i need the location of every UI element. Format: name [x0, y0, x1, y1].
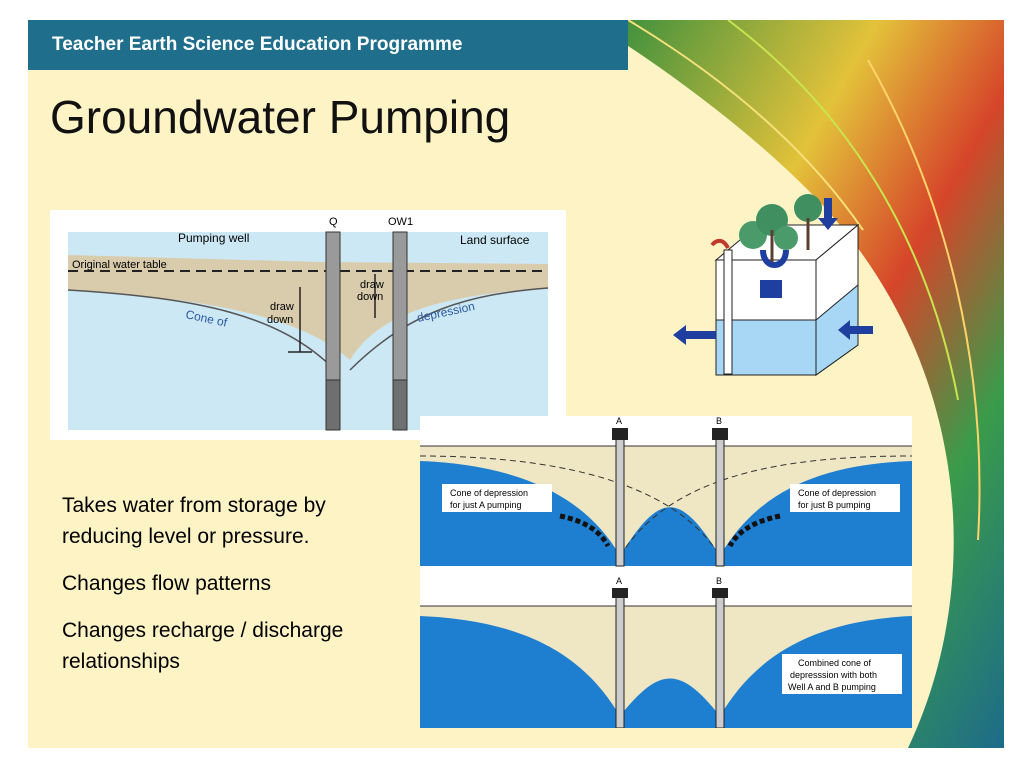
groundwater-budget-cube-diagram — [673, 194, 873, 376]
combined-label-line3: Well A and B pumping — [788, 682, 876, 692]
draw-down-label-1a: draw — [270, 301, 294, 313]
bottom-well-a-label: A — [616, 576, 622, 586]
header-title: Teacher Earth Science Education Programm… — [52, 34, 463, 55]
top-well-a-label: A — [616, 416, 622, 426]
bullet-item: Takes water from storage by reducing lev… — [62, 494, 326, 548]
draw-down-label-2b: down — [357, 291, 383, 303]
slide-title: Groundwater Pumping — [50, 91, 511, 143]
cone-of-depression-diagram: Q OW1 Pumping well Land surface Original… — [50, 210, 566, 440]
draw-down-label-2a: draw — [360, 279, 384, 291]
draw-down-label-1b: down — [267, 314, 293, 326]
combined-label-line2: depresssion with both — [790, 670, 877, 680]
well-ow1-label: OW1 — [388, 216, 413, 228]
bottom-well-b-label: B — [716, 576, 722, 586]
top-label-a-line2: for just A pumping — [450, 500, 522, 510]
top-well-b-label: B — [716, 416, 722, 426]
top-label-b-line2: for just B pumping — [798, 500, 871, 510]
header-banner: Teacher Earth Science Education Programm… — [28, 20, 628, 70]
well-q-label: Q — [329, 216, 338, 228]
topographic-map-decoration — [588, 20, 1004, 748]
pumping-well-label: Pumping well — [178, 231, 249, 245]
bullet-item: Changes recharge / discharge relationshi… — [62, 619, 344, 673]
bullet-item: Changes flow patterns — [62, 572, 271, 595]
top-label-b-line1: Cone of depression — [798, 488, 876, 498]
land-surface-label: Land surface — [460, 233, 530, 247]
interfering-wells-diagram: A B Cone of depression for just A pumpin… — [420, 416, 912, 728]
top-label-a-line1: Cone of depression — [450, 488, 528, 498]
combined-label-line1: Combined cone of — [798, 658, 872, 668]
bullet-list: Takes water from storage by reducing lev… — [62, 490, 412, 693]
slide: Teacher Earth Science Education Programm… — [28, 20, 1004, 748]
original-water-table-label: Original water table — [72, 259, 167, 271]
